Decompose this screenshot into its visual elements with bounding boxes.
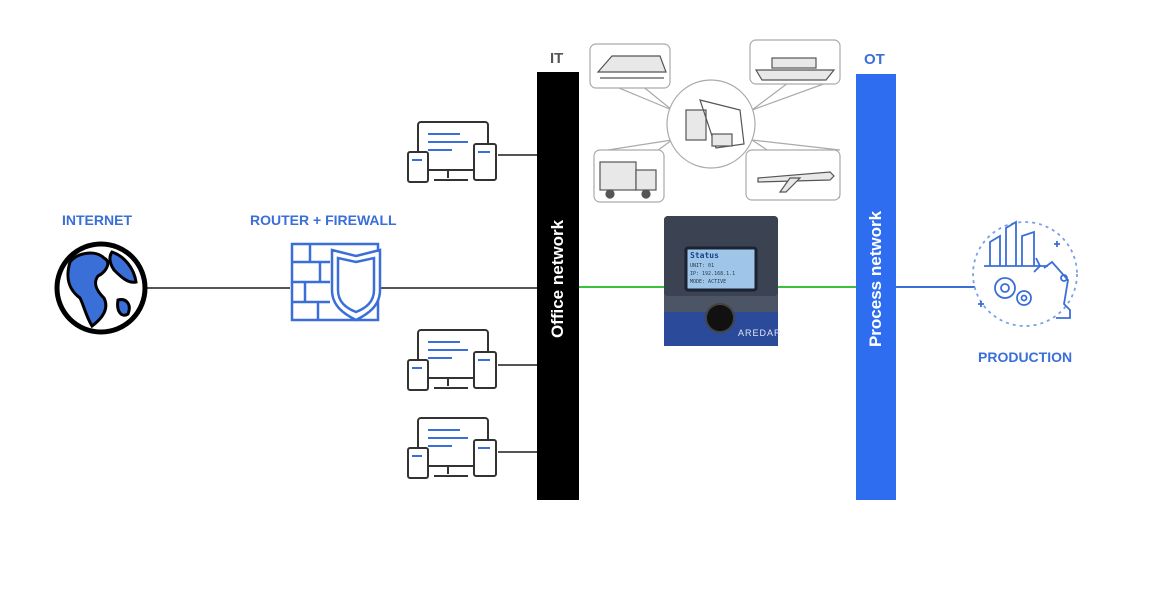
device-screen-line: IP: 192.168.1.1 <box>690 271 736 277</box>
device-screen-line: UNIT: 01 <box>690 263 715 269</box>
desktop-tablet-icon <box>407 329 497 391</box>
internet-label: INTERNET <box>62 212 132 228</box>
process-network-label: Process network <box>866 210 885 348</box>
aredar-device <box>664 216 778 346</box>
process-network-bar <box>856 74 896 500</box>
factory-robot-icon <box>972 220 1078 327</box>
device-screen-title: Status <box>690 251 719 260</box>
desktop-tablet-icon <box>407 121 497 183</box>
firewall-shield-icon <box>290 242 382 322</box>
desktop-tablet-icon <box>407 417 497 479</box>
device-screen-line: MODE: ACTIVE <box>690 279 727 285</box>
ot-label: OT <box>864 51 885 68</box>
router-firewall-label: ROUTER + FIREWALL <box>250 212 397 228</box>
device-brand: AREDAR <box>738 328 782 338</box>
production-label: PRODUCTION <box>978 349 1073 365</box>
office-network-bar <box>537 72 579 500</box>
logistics-cluster <box>589 39 841 203</box>
globe-icon <box>54 241 148 335</box>
it-label: IT <box>550 50 564 67</box>
office-network-label: Office network <box>548 219 567 339</box>
